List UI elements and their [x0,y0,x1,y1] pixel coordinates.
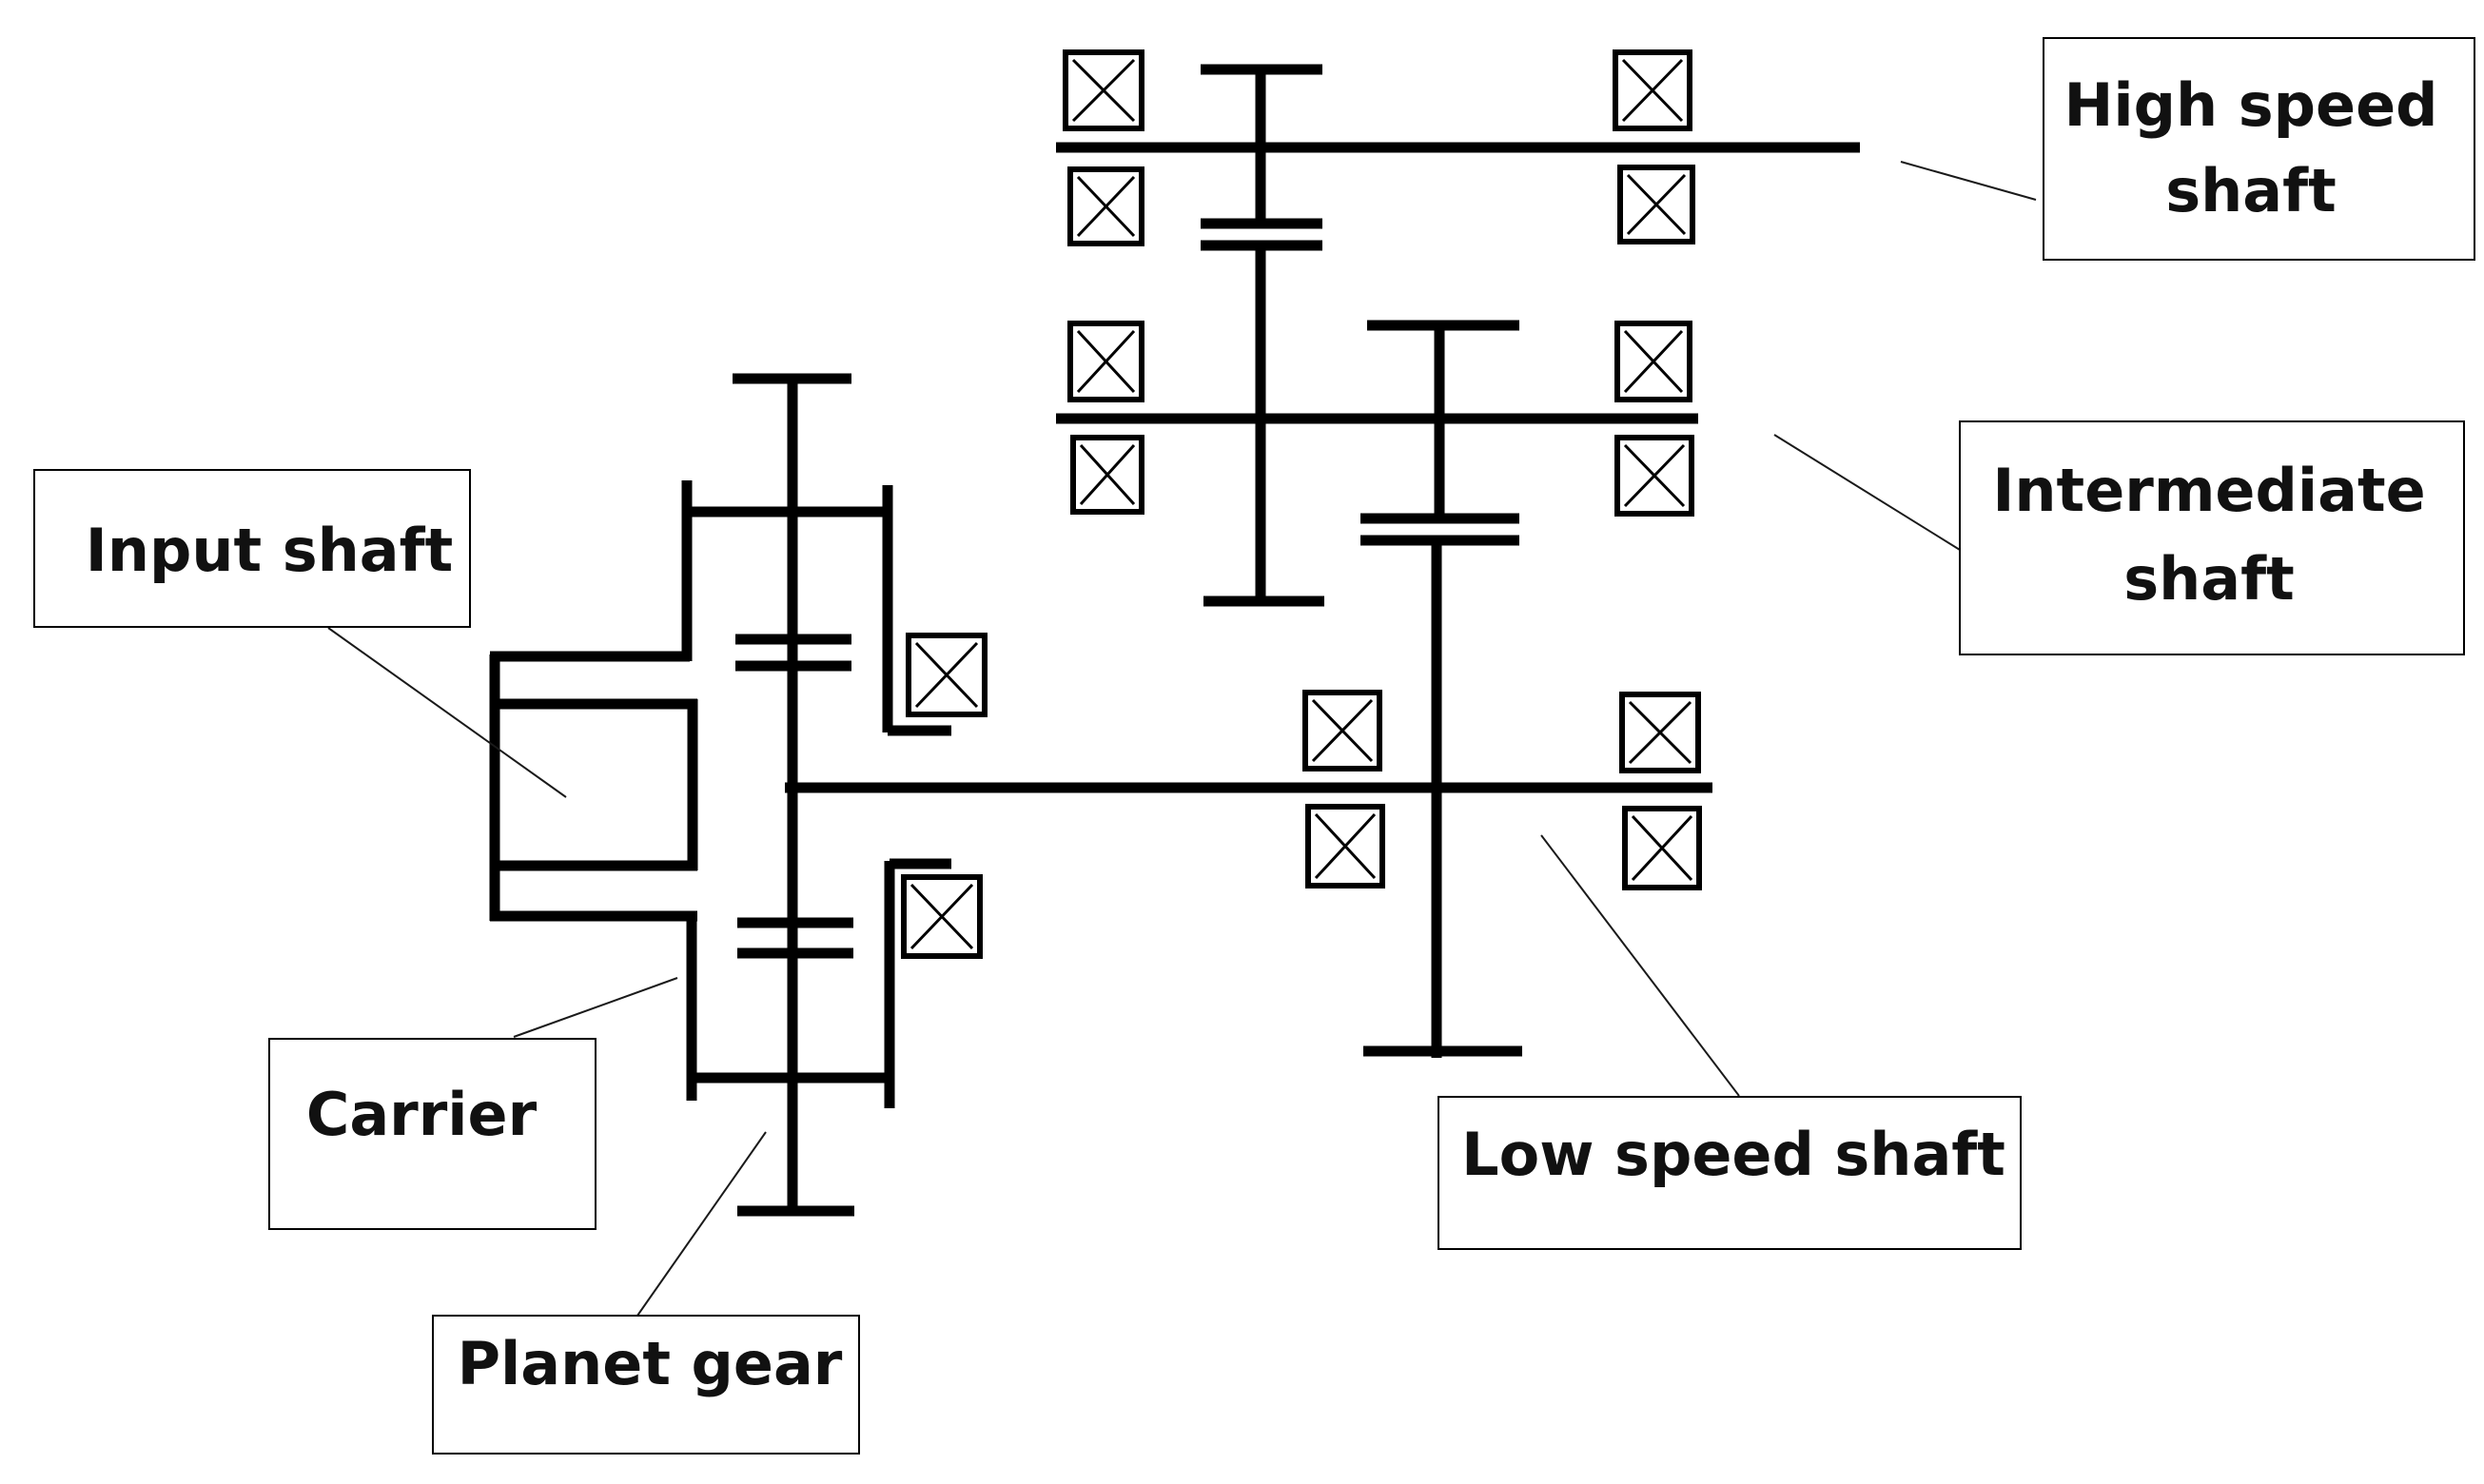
label-box [1959,420,2465,655]
bearing-icon [1063,49,1144,131]
leader-intermediate-shaft [1773,434,1961,551]
planetary-stage [489,373,951,1217]
leader-lines [327,161,2037,1317]
label-carrier: Carrier [268,1038,597,1230]
bearing-icon [1614,435,1694,517]
label-box [2043,37,2475,261]
label-low-speed-shaft: Low speed shaft [1438,1096,2022,1250]
label-box [33,469,471,628]
label-line: Low speed shaft [1461,1120,2005,1189]
bearing-icon [1622,806,1702,890]
label-line-1: Intermediate [1992,456,2425,525]
label-box [432,1315,860,1455]
bearing-icon [901,874,983,959]
label-line-1: High speed [2063,70,2437,140]
low-speed-shaft-group [785,535,1712,1058]
label-box [1438,1096,2022,1250]
label-intermediate-shaft: Intermediate shaft [1959,420,2465,655]
label-line-2: shaft [2165,156,2337,225]
leader-planet-gear [636,1131,767,1317]
bearing-icon [1617,165,1695,244]
leader-high-speed-shaft [1900,161,2037,201]
bearing-icon [1613,49,1692,131]
label-line: Planet gear [458,1329,843,1398]
leader-carrier [513,977,678,1038]
bearing-icon [1614,321,1692,402]
label-planet-gear: Planet gear [432,1315,860,1455]
high-speed-shaft-group [1056,64,1860,229]
label-line: Carrier [306,1080,538,1149]
bearing-icon [1302,690,1382,771]
label-line-2: shaft [2123,544,2295,614]
label-input-shaft: Input shaft [33,469,471,628]
leader-input-shaft [327,627,567,798]
label-high-speed-shaft: High speed shaft [2043,37,2475,261]
leader-low-speed-shaft [1540,834,1740,1097]
label-box [268,1038,597,1230]
bearing-icon [906,633,988,717]
bearing-icon [1067,166,1144,246]
bearing-icon [1070,435,1144,515]
bearing-icon [1067,321,1144,402]
label-line: Input shaft [86,516,453,585]
bearing-icon [1619,692,1701,773]
intermediate-shaft-group [1056,240,1698,607]
bearing-icon [1305,804,1385,888]
bearings [901,49,1702,959]
